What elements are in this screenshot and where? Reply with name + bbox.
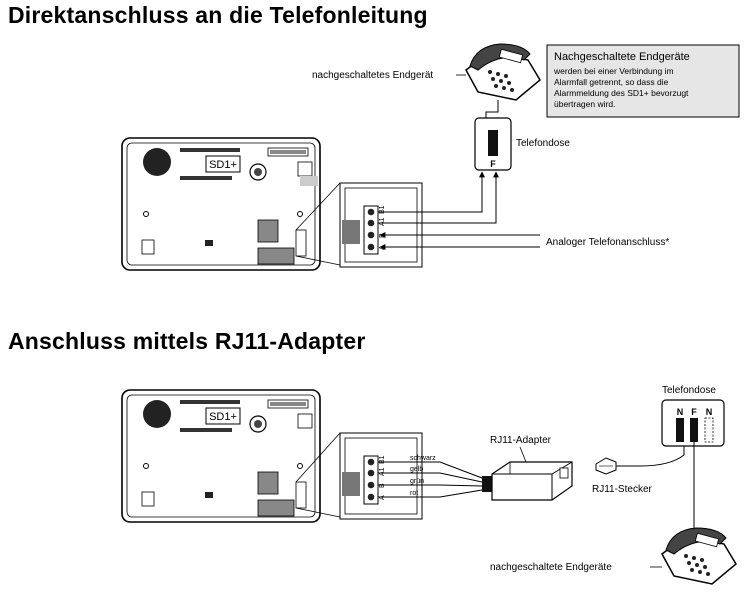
phone-icon: [661, 527, 737, 585]
sd1-board-1: SD1+: [121, 137, 321, 271]
note-line: Alarmfall getrennt, so dass die: [554, 77, 669, 87]
device-label: SD1+: [209, 159, 237, 171]
terminal-letter: A1: [379, 467, 386, 476]
section2-title: Anschluss mittels RJ11-Adapter: [8, 328, 366, 354]
section1-diagram: SD1+ A B: [121, 43, 740, 271]
terminal-letter: B1: [379, 455, 386, 464]
socket-label: Telefondose: [662, 385, 716, 396]
terminal-detail-1: A B A1 B1: [339, 182, 423, 268]
socket-letter: N: [706, 407, 713, 417]
section2-diagram: SD1+ A B A1 B1: [121, 385, 737, 585]
wiring-1: [378, 171, 540, 250]
wire-label: gelb: [410, 466, 423, 473]
sd1-board-2: SD1+: [121, 389, 321, 523]
socket-label: Telefondose: [516, 138, 570, 149]
socket-letter: N: [677, 407, 684, 417]
terminal-detail-2: A B A1 B1: [339, 432, 423, 520]
note-line: Alarmmeldung des SD1+ bevorzugt: [554, 88, 689, 98]
wire-label: grün: [410, 478, 424, 485]
phone-icon: [465, 43, 541, 101]
adapter-label: RJ11-Adapter: [490, 435, 552, 446]
rj11-plug-icon: [595, 457, 617, 475]
wiring-2: [378, 461, 483, 498]
telephone-socket-1: F: [474, 117, 512, 171]
device-label: SD1+: [209, 411, 237, 423]
buzzer-icon: [143, 148, 171, 176]
rj11-adapter-icon: [482, 461, 573, 501]
wire-label: schwarz: [410, 455, 436, 462]
note-line: werden bei einer Verbindung im: [553, 66, 674, 76]
phone-label: nachgeschaltete Endgeräte: [490, 562, 612, 573]
wire-label: rot: [410, 490, 418, 497]
socket-letter: F: [490, 159, 496, 169]
section1-title: Direktanschluss an die Telefonleitung: [8, 2, 428, 28]
note-line: übertragen wird.: [554, 99, 615, 109]
buzzer-icon: [143, 400, 171, 428]
terminal-letter: A1: [379, 217, 386, 226]
info-note: Nachgeschaltete Endgeräte werden bei ein…: [546, 44, 740, 118]
terminal-letter: B1: [379, 205, 386, 214]
phone-label: nachgeschaltetes Endgerät: [312, 70, 433, 81]
line-label: Analoger Telefonanschluss*: [546, 237, 669, 248]
telephone-socket-2: N F N: [661, 399, 725, 447]
note-title: Nachgeschaltete Endgeräte: [554, 51, 690, 63]
socket-letter: F: [691, 407, 697, 417]
plug-label: RJ11-Stecker: [592, 484, 653, 495]
